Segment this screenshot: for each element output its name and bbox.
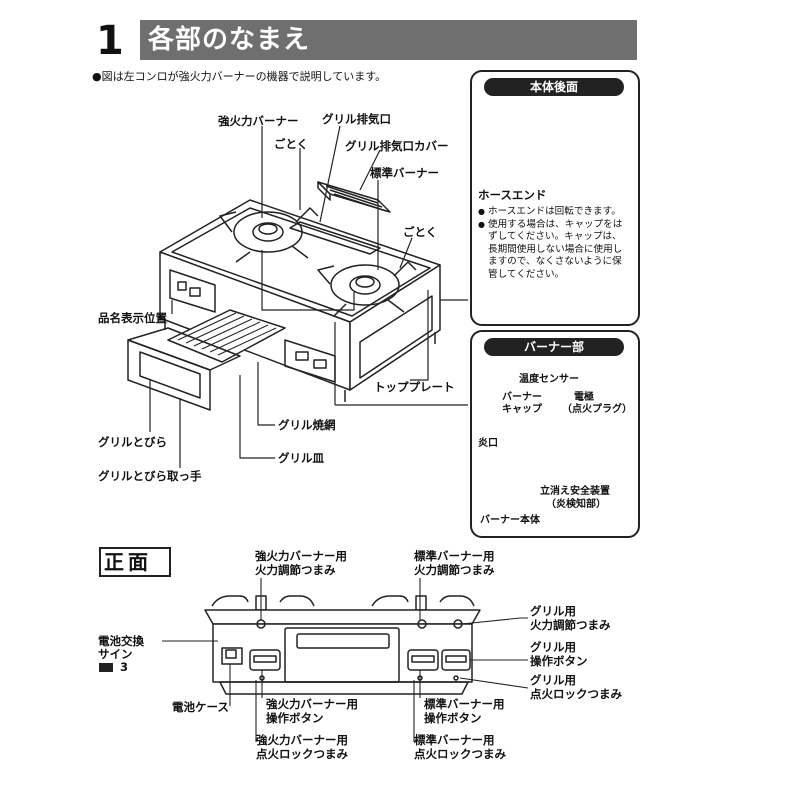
label-burner-body: バーナー本体	[480, 515, 540, 526]
label-grill-lock-2: 点火ロックつまみ	[530, 687, 622, 701]
label-flame-port: 炎口	[478, 438, 498, 449]
label-std-button-2: 操作ボタン	[424, 711, 482, 725]
section-title: 各部のなまえ	[148, 25, 311, 55]
label-safety-device-2: （炎検知部）	[546, 499, 606, 510]
label-high-knob-1: 強火力バーナー用	[255, 549, 347, 563]
label-std-button-1: 標準バーナー用	[424, 697, 505, 711]
label-std-lock-2: 点火ロックつまみ	[414, 747, 506, 761]
label-high-button-1: 強火力バーナー用	[266, 697, 358, 711]
front-view-title: 正面	[104, 550, 152, 574]
battery-sign-icon	[99, 663, 113, 672]
label-grill-pan: グリル皿	[278, 451, 324, 465]
front-view-title-box	[99, 547, 171, 577]
label-electrode-1: 電極	[574, 392, 594, 403]
label-trivet-right: ごとく	[403, 225, 438, 239]
burner-view-panel	[470, 330, 640, 538]
front-view-drawing	[162, 578, 529, 742]
label-grill-knob-1: グリル用	[530, 604, 576, 618]
label-grill-exhaust-cover: グリル排気口カバー	[345, 139, 449, 153]
label-trivet-left: ごとく	[274, 137, 309, 151]
label-high-knob-2: 火力調節つまみ	[255, 563, 336, 577]
label-top-plate: トッププレート	[374, 380, 455, 394]
label-battery-sign-2: サイン	[98, 647, 133, 661]
label-high-button-2: 操作ボタン	[266, 711, 324, 725]
label-burner-cap-2: キャップ	[502, 404, 542, 415]
label-grill-net: グリル焼網	[278, 418, 336, 432]
label-battery-case: 電池ケース	[172, 700, 229, 714]
label-std-knob-1: 標準バーナー用	[414, 549, 495, 563]
label-battery-sign-3: 3	[120, 660, 129, 674]
label-grill-button-1: グリル用	[530, 640, 576, 654]
label-grill-knob-2: 火力調節つまみ	[530, 618, 611, 632]
main-leader-lines	[149, 125, 468, 468]
label-burner-cap-1: バーナー	[502, 392, 542, 403]
label-standard-burner: 標準バーナー	[370, 166, 439, 180]
rear-notes: ホースエンドは回転できます。 使用する場合は、キャップをはずしてください。キャッ…	[478, 206, 630, 281]
rear-view-title: 本体後面	[484, 78, 624, 96]
section-title-bar	[140, 20, 637, 60]
label-grill-exhaust: グリル排気口	[322, 112, 391, 126]
label-safety-device-1: 立消え安全装置	[540, 486, 610, 497]
rear-note-1: ホースエンドは回転できます。	[478, 206, 630, 219]
label-high-lock-1: 強火力バーナー用	[256, 733, 348, 747]
label-temp-sensor: 温度センサー	[519, 374, 579, 385]
label-high-power-burner: 強火力バーナー	[218, 114, 299, 128]
rear-view-panel	[470, 70, 640, 326]
stove-body-drawing	[127, 181, 441, 411]
label-model-position: 品名表示位置	[98, 311, 167, 325]
burner-view-title: バーナー部	[484, 338, 624, 356]
rear-note-2: 使用する場合は、キャップをはずしてください。キャップは、長期間使用しない場合に使…	[478, 219, 630, 282]
label-grill-door: グリルとびら	[98, 435, 167, 449]
label-battery-sign-1: 電池交換	[98, 634, 144, 648]
label-std-lock-1: 標準バーナー用	[414, 733, 495, 747]
label-grill-door-handle: グリルとびら取っ手	[98, 469, 202, 483]
section-number: 1	[96, 18, 124, 64]
label-electrode-2: （点火プラグ）	[562, 404, 632, 415]
label-high-lock-2: 点火ロックつまみ	[256, 747, 348, 761]
label-hose-end: ホースエンド	[478, 188, 547, 202]
label-grill-button-2: 操作ボタン	[530, 654, 588, 668]
label-std-knob-2: 火力調節つまみ	[414, 563, 495, 577]
label-grill-lock-1: グリル用	[530, 673, 576, 687]
explanation-note: ●図は左コンロが強火力バーナーの機器で説明しています。	[92, 70, 387, 83]
